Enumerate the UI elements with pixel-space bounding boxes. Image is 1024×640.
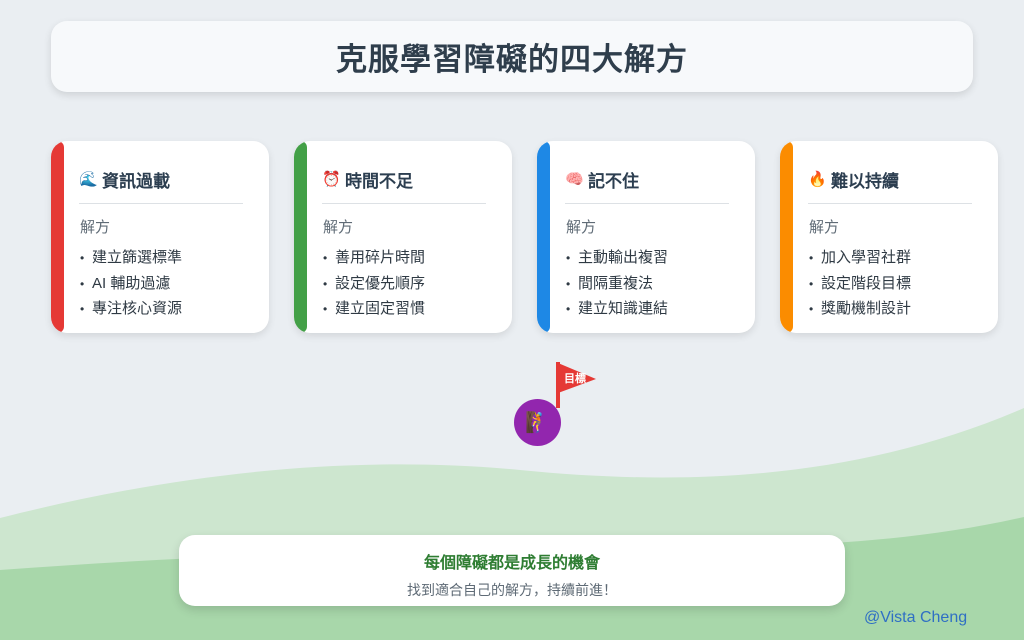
- title-banner: 克服學習障礙的四大解方: [51, 21, 973, 92]
- card-subtitle: 解方: [566, 219, 597, 236]
- bullet-icon: •: [809, 251, 814, 265]
- bullet-icon: •: [566, 276, 571, 291]
- card-header: 🌊 資訊過載: [79, 167, 243, 204]
- bullet-icon: •: [809, 276, 814, 291]
- author-credit: @Vista Cheng: [864, 609, 968, 626]
- solution-list: •加入學習社群 •設定階段目標 •獎勵機制設計: [809, 245, 911, 322]
- bullet-icon: •: [323, 302, 328, 316]
- list-item: •設定優先順序: [323, 271, 425, 297]
- solution-list: •善用碎片時間 •設定優先順序 •建立固定習慣: [323, 245, 425, 322]
- brain-icon: 🧠: [565, 171, 584, 188]
- card-title: 時間不足: [345, 172, 413, 191]
- list-item: •間隔重複法: [566, 271, 668, 297]
- list-item: •專注核心資源: [80, 296, 182, 322]
- list-item: •加入學習社群: [809, 245, 911, 271]
- list-item: •善用碎片時間: [323, 245, 425, 271]
- wave-icon: 🌊: [79, 171, 98, 188]
- list-item: •設定階段目標: [809, 271, 911, 297]
- card-title: 記不住: [588, 172, 639, 191]
- card-title: 難以持續: [831, 172, 899, 191]
- climber-icon: 🧗: [525, 412, 550, 434]
- climber-avatar: 🧗: [514, 399, 561, 446]
- solution-list: •主動輸出複習 •間隔重複法 •建立知識連結: [566, 245, 668, 322]
- card-subtitle: 解方: [809, 219, 840, 236]
- card-accent-bar: [294, 141, 307, 333]
- alarm-clock-icon: ⏰: [322, 171, 341, 188]
- card-header: ⏰ 時間不足: [322, 167, 486, 204]
- card-header: 🔥 難以持續: [808, 167, 972, 204]
- goal-flag-icon: [558, 363, 596, 393]
- bullet-icon: •: [566, 302, 571, 316]
- card-accent-bar: [51, 141, 64, 333]
- card-accent-bar: [537, 141, 550, 333]
- footer-subtext: 找到適合自己的解方，持續前進！: [407, 582, 617, 598]
- bullet-icon: •: [809, 302, 814, 316]
- card-time-shortage: ⏰ 時間不足 解方 •善用碎片時間 •設定優先順序 •建立固定習慣: [294, 141, 512, 333]
- card-accent-bar: [780, 141, 793, 333]
- bullet-icon: •: [80, 276, 85, 291]
- fire-icon: 🔥: [808, 171, 827, 188]
- list-item: •主動輸出複習: [566, 245, 668, 271]
- bullet-icon: •: [80, 302, 85, 316]
- page-title: 克服學習障礙的四大解方: [336, 42, 688, 77]
- list-item: •建立知識連結: [566, 296, 668, 322]
- list-item: •建立固定習慣: [323, 296, 425, 322]
- card-subtitle: 解方: [80, 219, 111, 236]
- card-cant-remember: 🧠 記不住 解方 •主動輸出複習 •間隔重複法 •建立知識連結: [537, 141, 755, 333]
- bullet-icon: •: [566, 251, 571, 265]
- bullet-icon: •: [323, 251, 328, 265]
- bullet-icon: •: [323, 276, 328, 291]
- goal-label: 目標: [564, 373, 586, 385]
- footer-message: 每個障礙都是成長的機會 找到適合自己的解方，持續前進！: [179, 535, 845, 606]
- bullet-icon: •: [80, 251, 85, 265]
- footer-headline: 每個障礙都是成長的機會: [423, 555, 600, 572]
- solution-list: •建立篩選標準 •AI 輔助過濾 •專注核心資源: [80, 245, 182, 322]
- card-information-overload: 🌊 資訊過載 解方 •建立篩選標準 •AI 輔助過濾 •專注核心資源: [51, 141, 269, 333]
- card-hard-to-sustain: 🔥 難以持續 解方 •加入學習社群 •設定階段目標 •獎勵機制設計: [780, 141, 998, 333]
- list-item: •AI 輔助過濾: [80, 271, 182, 297]
- card-title: 資訊過載: [102, 172, 170, 191]
- list-item: •建立篩選標準: [80, 245, 182, 271]
- card-header: 🧠 記不住: [565, 167, 729, 204]
- card-subtitle: 解方: [323, 219, 354, 236]
- list-item: •獎勵機制設計: [809, 296, 911, 322]
